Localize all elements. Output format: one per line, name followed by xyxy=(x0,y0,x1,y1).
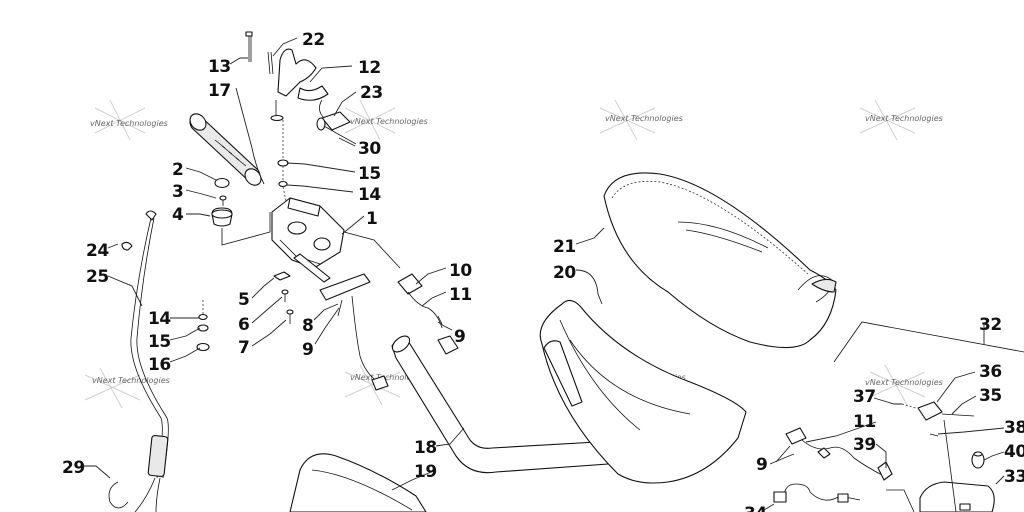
watermark-text: vNext Technologies xyxy=(92,376,170,385)
harness-39-part xyxy=(801,439,885,477)
callout-9c: 9 xyxy=(756,455,767,475)
callout-11: 11 xyxy=(449,285,472,305)
console-20-part xyxy=(539,299,747,484)
callout-40: 40 xyxy=(1004,442,1024,462)
callout-34: 34 xyxy=(744,504,767,512)
callout-7: 7 xyxy=(238,338,249,358)
throttle-assembly xyxy=(189,31,459,391)
watermark-logo: vNext Technologies xyxy=(344,99,428,141)
watermark-logo: vNext Technologies xyxy=(859,99,943,141)
callout-13: 13 xyxy=(208,57,231,77)
callout-22: 22 xyxy=(302,30,325,50)
watermark-text: vNext Technologies xyxy=(605,114,683,123)
washer-15b-part xyxy=(197,324,209,332)
callout-12: 12 xyxy=(358,58,381,78)
washer-14b-part xyxy=(198,313,208,321)
windshield-21-part xyxy=(603,172,837,349)
callout-30: 30 xyxy=(358,139,381,159)
throttle-housing-1-part xyxy=(271,197,345,283)
clip-5-part xyxy=(273,271,291,281)
wire-9-part xyxy=(351,295,383,385)
callout-1: 1 xyxy=(366,209,377,229)
switch-23-part xyxy=(316,99,351,131)
callout-29: 29 xyxy=(62,458,85,478)
watermark-logo: vNext Technologies xyxy=(599,99,683,141)
washer-16-part xyxy=(196,342,210,352)
watermark-text: vNext Technologies xyxy=(350,117,428,126)
watermark-logo: vNext Technologies xyxy=(90,99,168,141)
callout-20: 20 xyxy=(553,263,576,283)
knob-40-part xyxy=(971,451,985,469)
washer-14-part xyxy=(278,180,288,188)
clip-24-part xyxy=(121,241,133,251)
watermark-text: vNext Technologies xyxy=(865,378,943,387)
kill-switch-10-part xyxy=(397,273,459,355)
handlebar-18-part xyxy=(391,335,637,474)
watermark-logo: vNext Technologies xyxy=(344,364,428,406)
callout-4: 4 xyxy=(172,205,184,225)
watermark-text: vNext Technologies xyxy=(865,114,943,123)
callout-33: 33 xyxy=(1004,467,1024,487)
screw-3-part xyxy=(219,195,227,206)
callout-37: 37 xyxy=(853,387,876,407)
switch-assembly-right xyxy=(773,321,1024,512)
bracket-8-part xyxy=(319,273,371,317)
handlebar-pad-19-part xyxy=(289,453,427,512)
callout-5: 5 xyxy=(238,290,249,310)
callout-15: 15 xyxy=(358,164,381,184)
block-36-part xyxy=(917,401,943,421)
callout-11b: 11 xyxy=(853,412,876,432)
watermark-logo: vNext Technologies xyxy=(865,364,943,406)
screw-6-part xyxy=(281,289,289,302)
throttle-cable-assembly xyxy=(108,210,169,512)
cable-adjuster-part xyxy=(147,435,169,477)
callout-36: 36 xyxy=(979,362,1002,382)
pin-22-part xyxy=(267,51,274,75)
callout-14b: 14 xyxy=(148,309,171,329)
callout-18: 18 xyxy=(414,438,437,458)
callout-17: 17 xyxy=(208,81,231,101)
callout-labels: 13 22 12 23 17 30 15 14 2 3 4 1 24 25 10… xyxy=(62,30,1024,512)
cap-2-part xyxy=(214,177,230,189)
watermark-text: vNext Technologies xyxy=(350,373,428,382)
housing-33-part xyxy=(919,481,995,512)
callout-39: 39 xyxy=(853,435,876,455)
callout-24: 24 xyxy=(86,241,109,261)
callout-6: 6 xyxy=(238,315,249,335)
callout-2: 2 xyxy=(172,160,183,180)
callout-9: 9 xyxy=(302,340,313,360)
switch-11b-part xyxy=(785,427,807,445)
bolt-35-part xyxy=(941,413,975,417)
connector-34-part xyxy=(773,491,787,503)
cable-25-part xyxy=(130,217,163,479)
washer-15-part xyxy=(277,159,289,167)
callout-9-right: 9 xyxy=(454,327,465,347)
callout-25: 25 xyxy=(86,267,109,287)
callout-3: 3 xyxy=(172,182,183,202)
callout-10: 10 xyxy=(449,261,472,281)
throttle-lever-12-part xyxy=(270,48,329,122)
callout-35: 35 xyxy=(979,386,1002,406)
callout-23: 23 xyxy=(360,83,383,103)
screw-7-part xyxy=(286,309,294,324)
watermark-text: vNext Technologies xyxy=(90,119,168,128)
callout-8: 8 xyxy=(302,316,313,336)
callout-21: 21 xyxy=(553,237,576,257)
callout-38: 38 xyxy=(1004,418,1024,438)
callout-15b: 15 xyxy=(148,332,171,352)
pin-38-part xyxy=(929,433,939,437)
leader-lines xyxy=(82,37,1005,511)
callout-14: 14 xyxy=(358,185,381,205)
hand-grip-17-part xyxy=(189,113,262,186)
bolt-13-part xyxy=(245,31,253,62)
watermark-logo: vNext Technologies xyxy=(84,367,170,409)
ring-29-part xyxy=(108,481,129,509)
plug-4-part xyxy=(211,207,233,227)
cable-end-part xyxy=(145,210,157,221)
callout-32: 32 xyxy=(979,315,1002,335)
callout-19: 19 xyxy=(414,462,437,482)
callout-16: 16 xyxy=(148,355,171,375)
